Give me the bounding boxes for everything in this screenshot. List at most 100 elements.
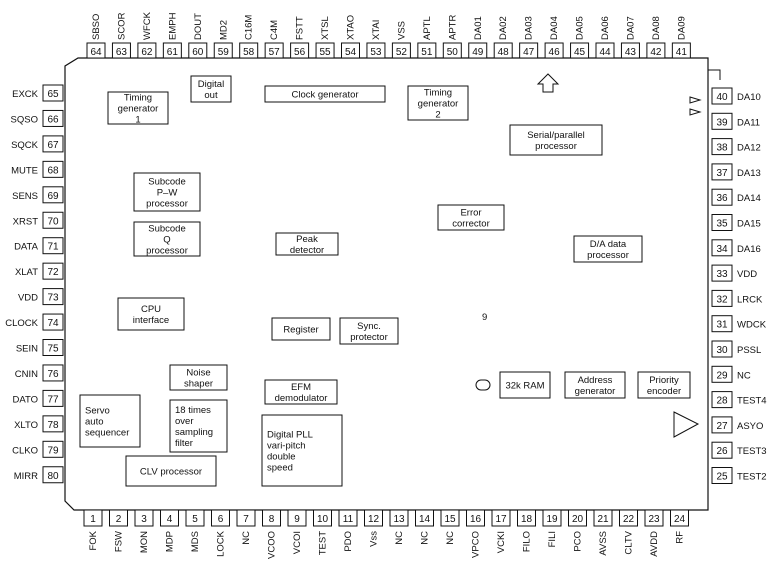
pin-number: 10 [317, 514, 329, 525]
block-label: Digital PLL [267, 430, 313, 441]
pin-71: 71 DATA [14, 237, 64, 255]
block-label: Serial/parallel [527, 130, 585, 141]
pin-label-da14: DA14 [737, 193, 761, 204]
block-ram-32k: 32k RAM [499, 371, 551, 399]
pin-label-da04: DA04 [549, 16, 560, 40]
pin-label-c16m: C16M [244, 15, 255, 40]
block-label: Noise [186, 368, 210, 379]
pin-label-cnin: CNIN [15, 369, 38, 380]
pin-label-data: DATA [14, 242, 39, 253]
pin-number: 11 [343, 514, 354, 525]
pin-number: 69 [47, 191, 59, 202]
pin-number: 8 [269, 514, 275, 525]
block-label: encoder [647, 386, 681, 397]
pin-label-md2: MD2 [218, 20, 229, 40]
pin-number: 26 [716, 446, 728, 457]
pin-number: 5 [192, 514, 198, 525]
pin-label-da06: DA06 [600, 16, 611, 40]
pin-label-test3: TEST3 [737, 446, 767, 457]
pin-number: 24 [674, 514, 686, 525]
pin-number: 42 [650, 47, 662, 58]
block-label: P–W [157, 188, 178, 199]
pin-number: 50 [447, 47, 459, 58]
pin-label-cltv: CLTV [624, 530, 635, 554]
pin-label-test4: TEST4 [737, 396, 767, 407]
pin-number: 37 [716, 168, 728, 179]
pin-number: 62 [141, 47, 153, 58]
pin-number: 57 [269, 47, 281, 58]
block-label: Q [163, 235, 170, 246]
pin-number: 67 [47, 140, 59, 151]
pin-number: 66 [47, 114, 59, 125]
pin-label-vdd: VDD [737, 269, 757, 280]
pin-label-da15: DA15 [737, 219, 761, 230]
block-label: processor [587, 250, 629, 261]
pin-label-sbso: SBSO [91, 14, 102, 40]
pin-label-nc: NC [241, 531, 252, 545]
pin-label-da16: DA16 [737, 244, 761, 255]
pin-number: 21 [597, 514, 609, 525]
block-label: processor [146, 246, 188, 257]
pin-number: 71 [47, 242, 59, 253]
block-label: processor [535, 141, 577, 152]
pin-number: 65 [47, 89, 59, 100]
pin-label-xtao: XTAO [346, 15, 357, 40]
pin-label-rf: RF [675, 531, 686, 544]
pin-label-da07: DA07 [625, 16, 636, 40]
pin-number: 78 [47, 420, 59, 431]
pin-number: 7 [243, 514, 249, 525]
pin-number: 79 [47, 445, 59, 456]
pin-number: 63 [116, 47, 128, 58]
pin-number: 18 [521, 514, 533, 525]
pin-label-da03: DA03 [524, 16, 535, 40]
pin-label-asyo: ASYO [737, 421, 763, 432]
block-label: Sync. [357, 321, 381, 332]
block-label: detector [290, 245, 324, 256]
block-label: CPU [141, 304, 161, 315]
pin-number: 39 [716, 117, 728, 128]
pin-number: 74 [47, 318, 59, 329]
pin-number: 2 [116, 514, 122, 525]
pin-label-vss: Vss [369, 531, 380, 547]
pin-label-da05: DA05 [575, 16, 586, 40]
pin-label-lock: LOCK [216, 530, 227, 557]
pin-number: 70 [47, 216, 59, 227]
block-sync-protector: Sync.protector [339, 317, 399, 345]
pin-number: 60 [192, 47, 204, 58]
pin-label-vcki: VCKI [496, 531, 507, 553]
block-label: over [175, 416, 193, 427]
